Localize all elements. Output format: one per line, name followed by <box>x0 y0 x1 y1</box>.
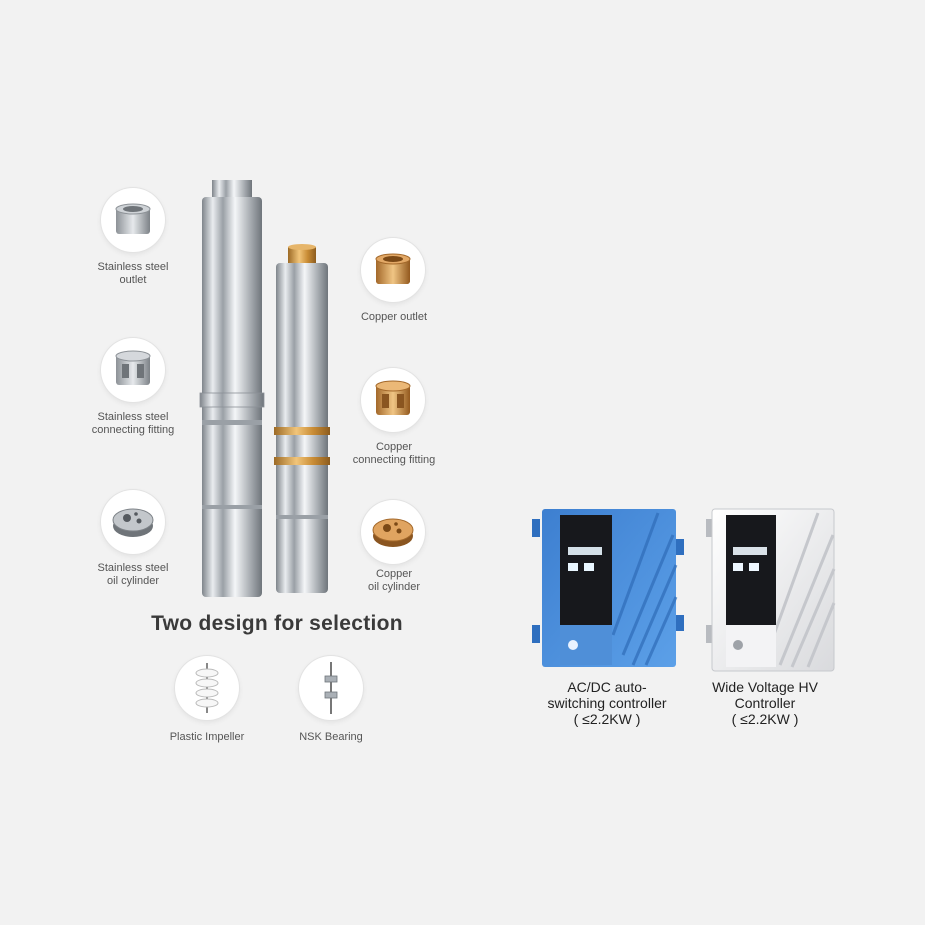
nsk-bearing-icon <box>324 662 338 714</box>
copper-fitting-icon <box>375 380 411 415</box>
headline: Two design for selection <box>151 612 403 635</box>
white-controller-icon <box>706 508 836 672</box>
part-label-plastic-impeller: Plastic Impeller <box>169 731 245 743</box>
part-circle-stainless-outlet <box>101 188 165 252</box>
controller-illustrations <box>532 508 836 672</box>
plastic-impeller-icon <box>195 663 219 713</box>
part-label-stainless-outlet: Stainless steel outlet <box>97 261 169 286</box>
part-circle-nsk-bearing <box>299 656 363 720</box>
part-circle-copper-outlet <box>361 238 425 302</box>
part-label-copper-cylinder: Copper oil cylinder <box>368 568 420 593</box>
controller-label-hv: Wide Voltage HV Controller ( ≤2.2KW ) <box>712 679 818 727</box>
part-label-stainless-fitting: Stainless steel connecting fitting <box>91 411 175 436</box>
part-label-nsk-bearing: NSK Bearing <box>299 731 363 743</box>
blue-controller-icon <box>532 509 684 667</box>
copper-cylinder-icon <box>372 518 414 547</box>
part-label-copper-outlet: Copper outlet <box>360 311 428 323</box>
part-label-stainless-cylinder: Stainless steel oil cylinder <box>97 562 169 587</box>
part-label-copper-fitting: Copper connecting fitting <box>352 441 436 466</box>
stainless-cylinder-icon <box>112 508 154 537</box>
part-circle-copper-fitting <box>361 368 425 432</box>
part-circle-stainless-fitting <box>101 338 165 402</box>
pump-illustrations <box>199 180 330 597</box>
controller-label-acdc: AC/DC auto- switching controller ( ≤2.2K… <box>547 679 667 727</box>
stainless-pump <box>199 180 265 597</box>
copper-pump <box>274 244 330 593</box>
stainless-fitting-icon <box>115 350 151 385</box>
part-circle-plastic-impeller <box>175 656 239 720</box>
copper-outlet-icon <box>375 253 411 284</box>
part-circle-stainless-cylinder <box>101 490 165 554</box>
part-circle-copper-cylinder <box>361 500 425 564</box>
stainless-outlet-icon <box>115 203 151 234</box>
